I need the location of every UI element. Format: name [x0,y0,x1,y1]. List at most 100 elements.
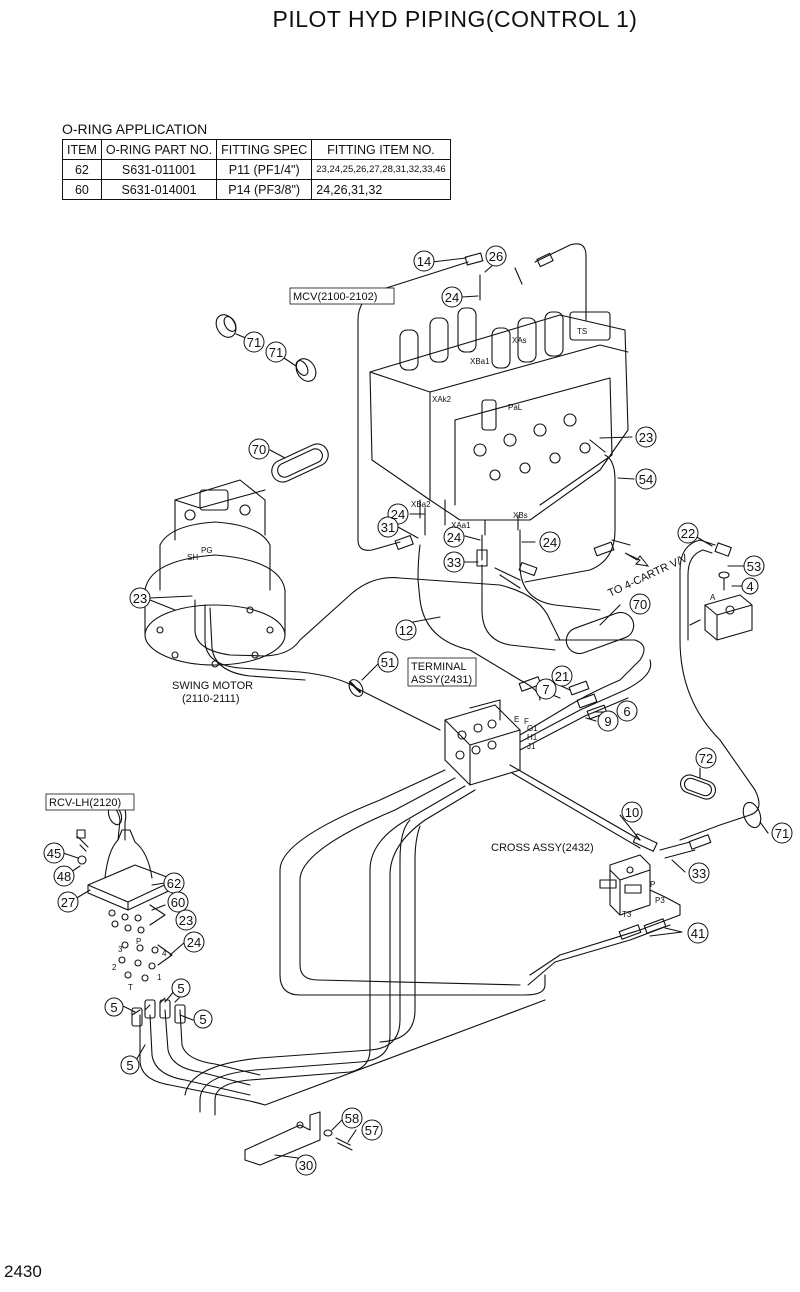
rcv-oring-set [108,909,159,982]
callout-5: 5 [199,1012,206,1027]
callout-14: 14 [417,254,431,269]
swing-motor-ref-label: (2110-2111) [182,693,239,705]
port-valve-a: A [710,593,716,602]
callout-23: 23 [639,430,653,445]
port-ts: TS [577,327,587,336]
band-70-left [271,443,329,483]
callout-12: 12 [399,623,413,638]
oring-table: ITEM O-RING PART NO. FITTING SPEC FITTIN… [62,139,451,200]
pipe-loop-3 [214,785,466,1116]
port-xak2: XAk2 [432,395,452,404]
callout-24: 24 [445,290,459,305]
callout-10: 10 [625,805,639,820]
callout-9: 9 [604,714,611,729]
callout-71: 71 [269,345,283,360]
port-rcv-2: 2 [112,963,117,972]
callout-58: 58 [345,1111,359,1126]
callout-72: 72 [699,751,713,766]
callout-21: 21 [555,669,569,684]
callout-60: 60 [171,895,185,910]
callout-71: 71 [775,826,789,841]
cross-assy-label: CROSS ASSY(2432) [491,842,594,854]
oring-table-caption: O-RING APPLICATION [62,121,208,137]
port-xaa1: XAa1 [451,521,471,530]
callout-24: 24 [391,507,405,522]
callout-62: 62 [167,876,181,891]
callout-71: 71 [247,335,261,350]
oring-table-header-row: ITEM O-RING PART NO. FITTING SPEC FITTIN… [62,139,451,160]
callout-57: 57 [365,1123,379,1138]
callout-53: 53 [747,559,761,574]
port-e: E [514,715,519,724]
hose-26-top [534,243,587,321]
port-sh: SH [187,553,198,562]
callout-70: 70 [252,442,266,457]
oring-71-right [742,801,762,829]
washer-58 [323,1129,333,1137]
hose-xba2 [417,544,541,701]
bolt-57 [335,1137,353,1151]
callout-23: 23 [179,913,193,928]
mcv-valve-body [369,307,629,536]
port-xba1: XBa1 [470,357,490,366]
port-t3: T3 [622,910,632,919]
port-j1: J1 [527,742,536,751]
port-rcv-t: T [128,983,133,992]
port-rcv-p: P [136,937,141,946]
callout-41: 41 [691,926,705,941]
port-xbs: XBs [513,511,528,520]
hose-54 [524,454,616,583]
callout-7: 7 [542,682,549,697]
callout-54: 54 [639,472,653,487]
port-pg: PG [201,546,213,555]
swing-motor-label: SWING MOTOR [172,680,253,692]
page-title: PILOT HYD PIPING(CONTROL 1) [272,6,638,32]
port-pal: PaL [508,403,523,412]
oring-cell-items: 24,26,31,32 [311,179,451,200]
bracket-30 [244,1111,321,1166]
callout-30: 30 [299,1158,313,1173]
hose-xbs [519,544,601,611]
callout-5: 5 [110,1000,117,1015]
terminal-assy-ref-label: ASSY(2431) [411,674,472,686]
callout-22: 22 [681,526,695,541]
band-72 [679,774,717,800]
hose-xaa1 [481,564,556,651]
callout-4: 4 [746,579,753,594]
mcv-label: MCV(2100-2102) [293,291,377,303]
callout-24: 24 [187,935,201,950]
oring-71-b [295,358,317,382]
callout-31: 31 [381,520,395,535]
port-cross-p: P [650,880,655,889]
callout-48: 48 [57,869,71,884]
rcv-lh-label: RCV-LH(2120) [49,797,121,809]
callout-27: 27 [61,895,75,910]
callout-70: 70 [633,597,647,612]
port-rcv-3: 3 [118,945,123,954]
callout-33: 33 [692,866,706,881]
cross-assy [599,854,681,916]
page-number: 2430 [4,1262,42,1281]
pipe-loop-2 [299,777,521,986]
port-xas: XAs [512,336,527,345]
callout-51: 51 [381,655,395,670]
port-h1: H1 [527,733,538,742]
callout-33: 33 [447,555,461,570]
callout-6: 6 [623,704,630,719]
callout-24: 24 [543,535,557,550]
terminal-assy-label: TERMINAL [411,661,467,673]
rcv-lh-joystick [76,799,176,911]
arrow-to-cartr [624,552,650,567]
band-70-right [565,611,635,655]
callout-5: 5 [126,1058,133,1073]
valve-4 [689,571,753,641]
pipe-loop-1 [279,769,546,996]
callout-23: 23 [133,591,147,606]
oring-header-fitting-item: FITTING ITEM NO. [311,139,451,160]
callout-26: 26 [489,249,503,264]
terminal-block [444,699,521,786]
port-g1: G1 [527,724,538,733]
callout-24: 24 [447,530,461,545]
port-f: F [524,717,529,726]
